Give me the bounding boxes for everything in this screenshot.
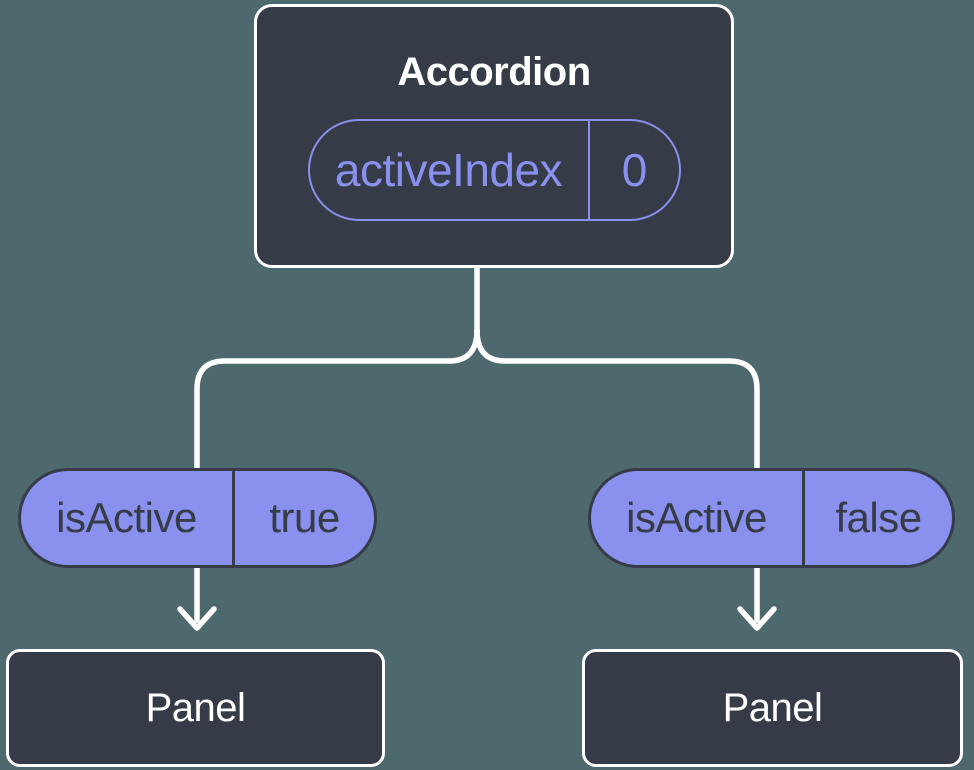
prop-pill-right-divider xyxy=(802,471,805,565)
arrow-down-icon-left xyxy=(177,606,217,631)
branch-left-line xyxy=(194,327,480,474)
accordion-title: Accordion xyxy=(397,50,591,94)
prop-pill-right: isActive false xyxy=(588,468,955,568)
prop-pill-left-value: true xyxy=(269,494,340,541)
prop-pill-left-name: isActive xyxy=(56,494,197,541)
arrow-down-icon-right xyxy=(737,606,777,631)
state-pill-divider xyxy=(587,121,590,219)
state-pill-name: activeIndex xyxy=(334,144,563,196)
prop-pill-right-name: isActive xyxy=(626,494,767,541)
panel-title-right: Panel xyxy=(722,686,823,730)
panel-node-right: Panel xyxy=(582,649,963,767)
prop-pill-left: isActive true xyxy=(18,468,377,568)
accordion-node: Accordion activeIndex 0 xyxy=(254,4,734,268)
state-pill-value: 0 xyxy=(621,144,648,196)
panel-node-left: Panel xyxy=(6,649,385,767)
branch-right-line xyxy=(474,327,760,474)
panel-title-left: Panel xyxy=(145,686,246,730)
state-pill: activeIndex 0 xyxy=(307,119,681,221)
prop-pill-left-divider xyxy=(232,471,235,565)
prop-pill-right-value: false xyxy=(835,494,922,541)
